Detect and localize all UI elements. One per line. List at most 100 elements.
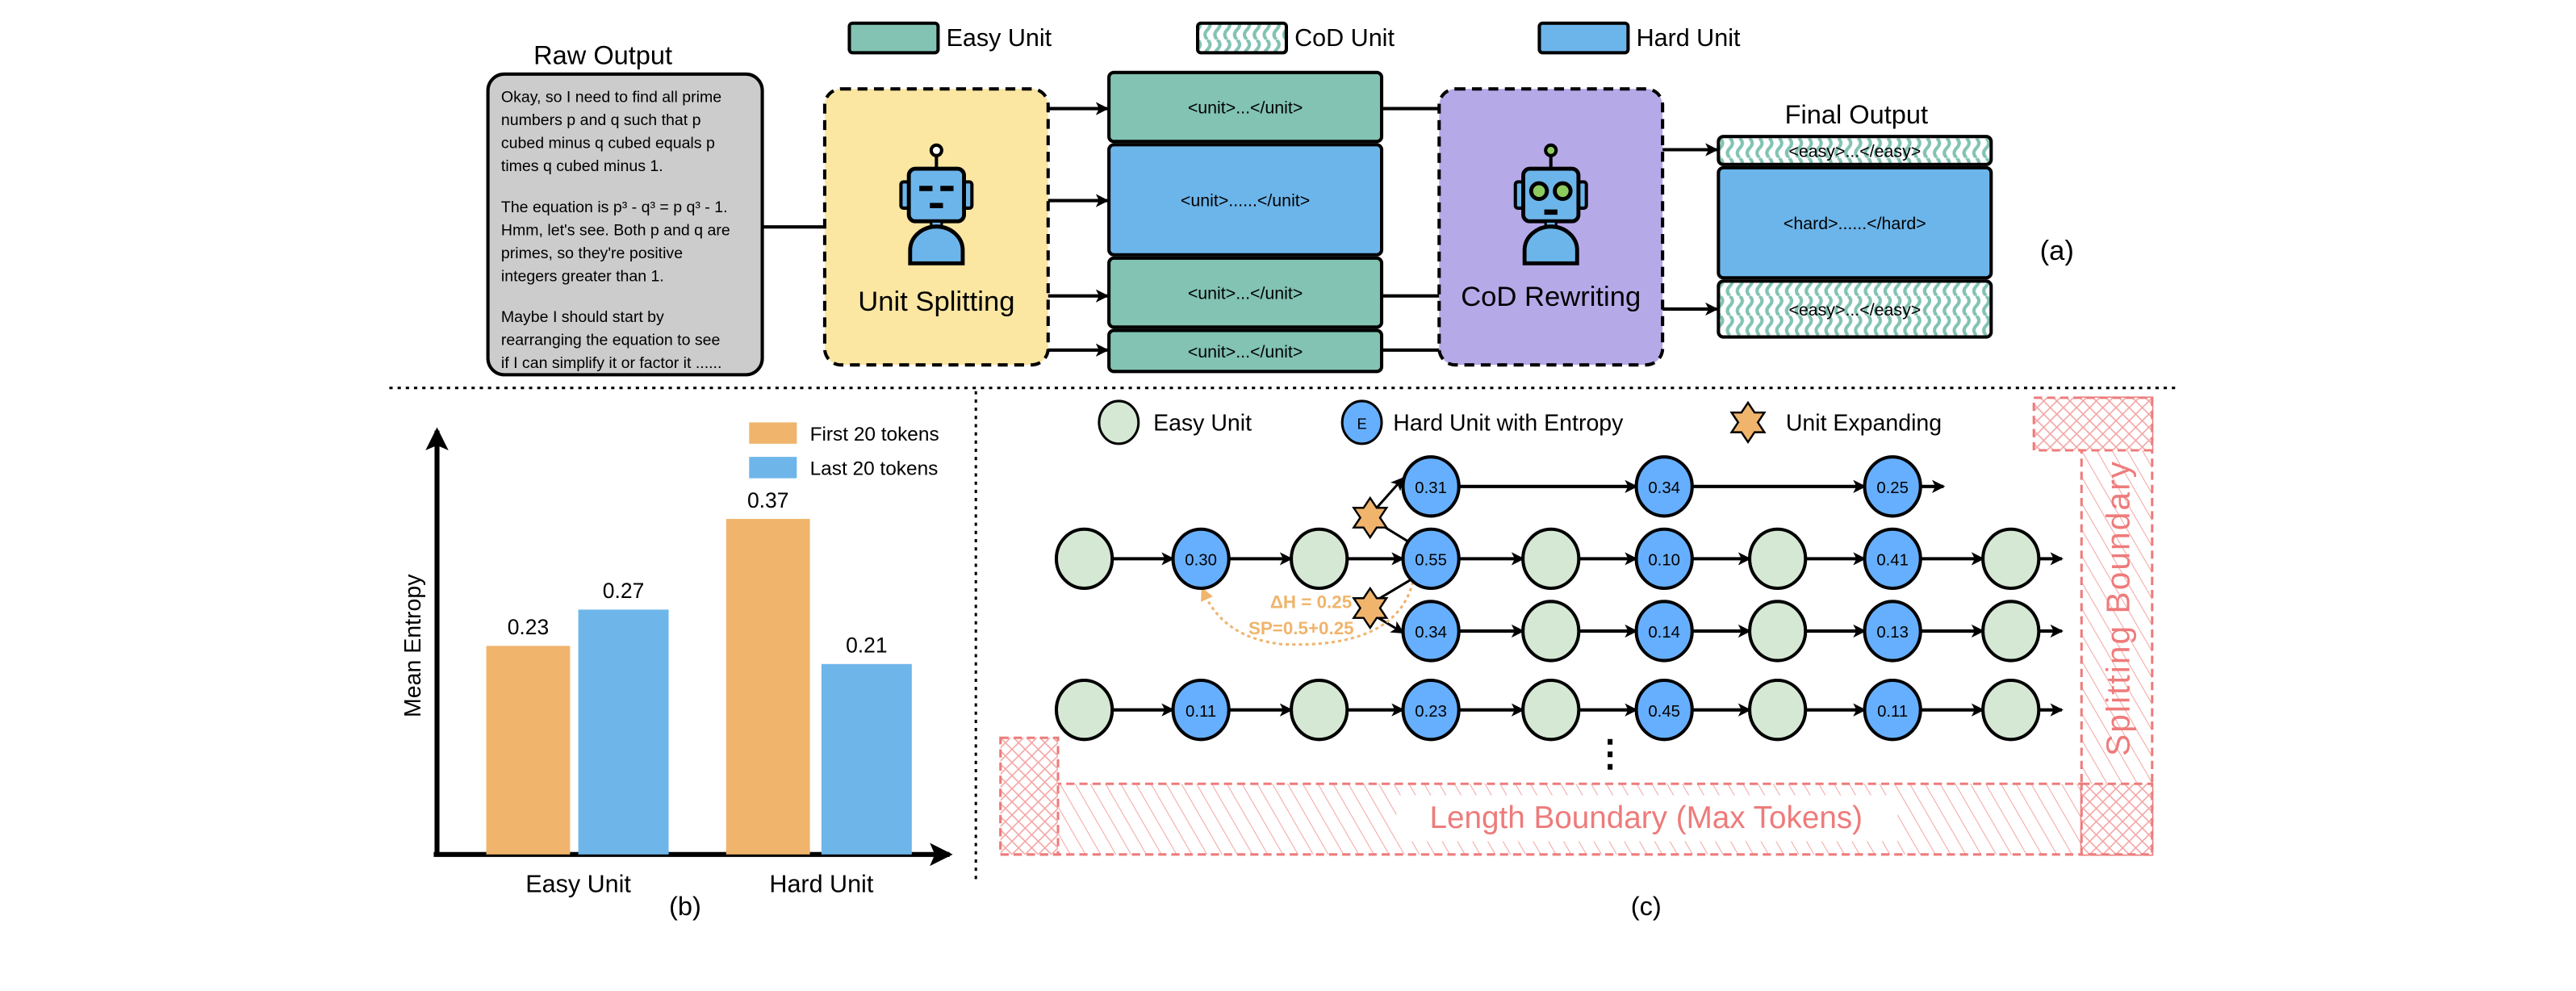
raw-output-line: Maybe I should start by	[501, 308, 664, 326]
entropy-value: 0.55	[1415, 552, 1447, 570]
easy-unit-node	[1521, 600, 1581, 663]
easy-unit-node	[1054, 527, 1114, 591]
expand-edge	[1378, 617, 1405, 634]
final-output-text: <easy>...</easy>	[1788, 142, 1921, 161]
hard-unit-node	[1634, 527, 1694, 591]
top-legend: Easy Unit CoD Unit Hard Unit	[847, 21, 1741, 55]
expand-edge	[1379, 577, 1414, 600]
easy-unit-node	[1747, 527, 1808, 591]
entropy-value: 0.34	[1648, 479, 1680, 497]
final-output-text: <easy>...</easy>	[1788, 300, 1921, 320]
legend-hard-node-glyph: E	[1357, 416, 1366, 433]
cod-output-block	[1717, 135, 1993, 166]
easy-unit-node	[1981, 600, 2041, 663]
bar-last-hard	[821, 663, 912, 855]
easy-unit-node	[1981, 527, 2041, 591]
unit-expanding-star-icon	[1352, 586, 1389, 630]
entropy-value: 0.34	[1415, 624, 1447, 642]
entropy-value: 0.13	[1876, 624, 1909, 642]
easy-unit-node	[1054, 678, 1114, 742]
unit-splitting-label: Unit Splitting	[858, 286, 1014, 317]
legend-hard-node-icon	[1340, 399, 1383, 445]
category-label-easy: Easy Unit	[525, 871, 631, 898]
length-boundary-corner	[999, 736, 1060, 856]
easy-unit-node	[1747, 600, 1808, 663]
entropy-value: 0.31	[1415, 479, 1447, 497]
raw-output-line: Hmm, let's see. Both p and q are	[501, 221, 730, 239]
hard-unit-node	[1863, 678, 1922, 742]
splitting-boundary-corner	[2032, 396, 2154, 452]
splitting-boundary-label: Splitting Boundary	[2099, 460, 2136, 756]
entropy-value: 0.25	[1876, 479, 1909, 497]
legend-easy-swatch	[847, 21, 940, 55]
hard-unit-node	[1401, 678, 1461, 742]
bar-value-label: 0.27	[603, 579, 645, 603]
legend-easy-label: Easy Unit	[947, 24, 1052, 52]
panel-b-caption: (b)	[669, 892, 701, 921]
legend-first-swatch	[749, 422, 797, 444]
boundary-intersection	[2080, 782, 2154, 856]
easy-unit-node	[1290, 527, 1349, 591]
raw-output-line: cubed minus q cubed equals p	[501, 134, 715, 152]
length-boundary-label: Length Boundary (Max Tokens)	[1430, 801, 1863, 835]
legend-expand-label: Unit Expanding	[1786, 411, 1942, 437]
bar-value-label: 0.23	[508, 615, 550, 639]
unit-stack: <unit>...</unit> <unit>......</unit> <unit…	[1048, 70, 1440, 374]
hard-unit-node	[1401, 600, 1461, 663]
easy-unit-node	[1747, 678, 1808, 742]
hard-output-block	[1717, 165, 1993, 280]
delta-h-label: ΔH = 0.25	[1270, 592, 1352, 612]
entropy-value: 0.11	[1186, 703, 1216, 721]
legend-hard-swatch	[1537, 21, 1630, 55]
legend-hard-label: Hard Unit	[1637, 24, 1741, 52]
raw-output-line: rearranging the equation to see	[501, 332, 720, 349]
easy-unit-node	[1290, 678, 1349, 742]
bar-first-easy	[486, 646, 571, 855]
y-axis-label: Mean Entropy	[400, 574, 426, 717]
hard-unit-node	[1634, 455, 1694, 518]
legend-easy-node-icon	[1098, 399, 1140, 445]
panel-a: Raw Output Okay, so I need to find all p…	[486, 41, 2074, 377]
panel-c-caption: (c)	[1631, 892, 1662, 921]
raw-output-line: numbers p and q such that p	[501, 111, 701, 129]
hard-unit-node	[1401, 527, 1461, 591]
entropy-value: 0.45	[1648, 703, 1680, 721]
legend-last-swatch	[749, 457, 797, 479]
unit-text: <unit>...</unit>	[1188, 342, 1303, 362]
raw-output-line: The equation is p³ - q³ = p q³ - 1.	[501, 199, 728, 216]
sp-label: SP=0.5+0.25	[1248, 618, 1354, 638]
legend-last-label: Last 20 tokens	[810, 458, 939, 480]
cod-output-block	[1717, 279, 1993, 339]
legend-cod-label: CoD Unit	[1294, 24, 1395, 52]
category-label-hard: Hard Unit	[769, 871, 873, 898]
length-label-bg	[1396, 795, 1898, 842]
easy-unit-block	[1107, 256, 1384, 329]
easy-unit-node	[1981, 678, 2041, 742]
hard-unit-node	[1863, 527, 1922, 591]
panel-c: Length Boundary (Max Tokens) Splitting B…	[999, 396, 2154, 921]
raw-output-title: Raw Output	[533, 41, 672, 70]
unit-text: <unit>...</unit>	[1188, 284, 1303, 303]
final-output-title: Final Output	[1785, 100, 1928, 129]
raw-output-text: Okay, so I need to find all primenumbers…	[501, 88, 730, 372]
hard-unit-node	[1401, 455, 1461, 518]
bar-value-label: 0.37	[747, 488, 789, 512]
entropy-value: 0.30	[1185, 552, 1217, 570]
unit-text: <unit>......</unit>	[1181, 191, 1310, 211]
raw-output-line: if I can simplify it or factor it ......	[501, 354, 722, 372]
bar-first-hard	[726, 519, 810, 855]
entropy-value: 0.14	[1648, 624, 1680, 642]
legend-star-icon	[1729, 400, 1767, 445]
more-rows-ellipsis: ⋮	[1592, 734, 1629, 774]
raw-output-box	[486, 72, 764, 377]
legend-hard-node-label: Hard Unit with Entropy	[1393, 411, 1624, 437]
unit-text: <unit>...</unit>	[1188, 98, 1303, 118]
entropy-value: 0.23	[1415, 703, 1447, 721]
raw-output-line: integers greater than 1.	[501, 267, 664, 285]
legend-first-label: First 20 tokens	[810, 424, 939, 445]
final-output-stack: <easy>...</easy><hard>......</hard><easy…	[1717, 135, 1993, 339]
rewriting-robot-icon	[1516, 143, 1587, 264]
panel-a-caption: (a)	[2040, 236, 2074, 266]
legend-cod-swatch	[1196, 21, 1288, 55]
